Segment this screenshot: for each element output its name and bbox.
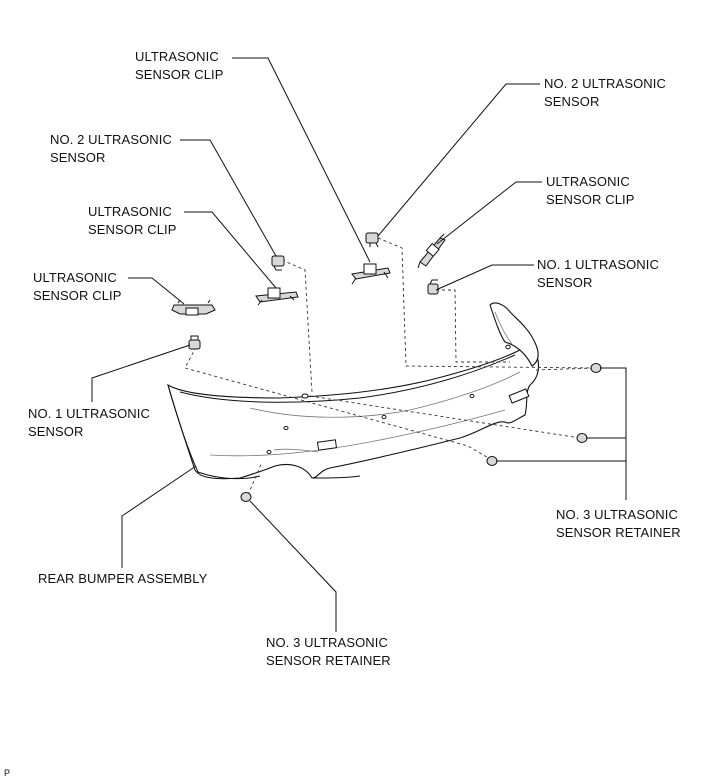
label-no3-ultrasonic-sensor-retainer-bottom: NO. 3 ULTRASONIC SENSOR RETAINER bbox=[266, 635, 391, 668]
assembly-dashed-lines bbox=[184, 237, 596, 496]
label-no3-ultrasonic-sensor-retainer-right: NO. 3 ULTRASONIC SENSOR RETAINER bbox=[556, 507, 681, 540]
label-ultrasonic-sensor-clip-right: ULTRASONIC SENSOR CLIP bbox=[546, 174, 635, 207]
figure-code: P bbox=[4, 768, 11, 778]
ultrasonic-sensor-clip-top bbox=[351, 263, 391, 285]
leader-lines bbox=[91, 57, 627, 632]
label-no2-ultrasonic-sensor-left: NO. 2 ULTRASONIC SENSOR bbox=[50, 132, 172, 165]
ultrasonic-sensor-clip-mid-left bbox=[255, 287, 299, 306]
no1-ultrasonic-sensor-left bbox=[188, 335, 201, 350]
no2-ultrasonic-sensor-left bbox=[271, 255, 285, 271]
label-ultrasonic-sensor-clip-mid-left: ULTRASONIC SENSOR CLIP bbox=[88, 204, 177, 237]
label-no1-ultrasonic-sensor-right: NO. 1 ULTRASONIC SENSOR bbox=[537, 257, 659, 290]
ultrasonic-sensor-clip-far-left bbox=[171, 299, 216, 316]
no1-ultrasonic-sensor-right bbox=[427, 279, 439, 295]
no2-ultrasonic-sensor-right bbox=[365, 232, 379, 248]
label-ultrasonic-sensor-clip-far-left: ULTRASONIC SENSOR CLIP bbox=[33, 270, 122, 303]
label-rear-bumper-assembly: REAR BUMPER ASSEMBLY bbox=[38, 571, 208, 586]
ultrasonic-sensor-clip-right bbox=[417, 233, 446, 269]
label-no2-ultrasonic-sensor-right: NO. 2 ULTRASONIC SENSOR bbox=[544, 76, 666, 109]
no3-ultrasonic-sensor-retainers bbox=[240, 363, 602, 502]
rear-bumper-assembly bbox=[167, 302, 540, 480]
label-no1-ultrasonic-sensor-left: NO. 1 ULTRASONIC SENSOR bbox=[28, 406, 150, 439]
label-ultrasonic-sensor-clip-top: ULTRASONIC SENSOR CLIP bbox=[135, 49, 224, 82]
